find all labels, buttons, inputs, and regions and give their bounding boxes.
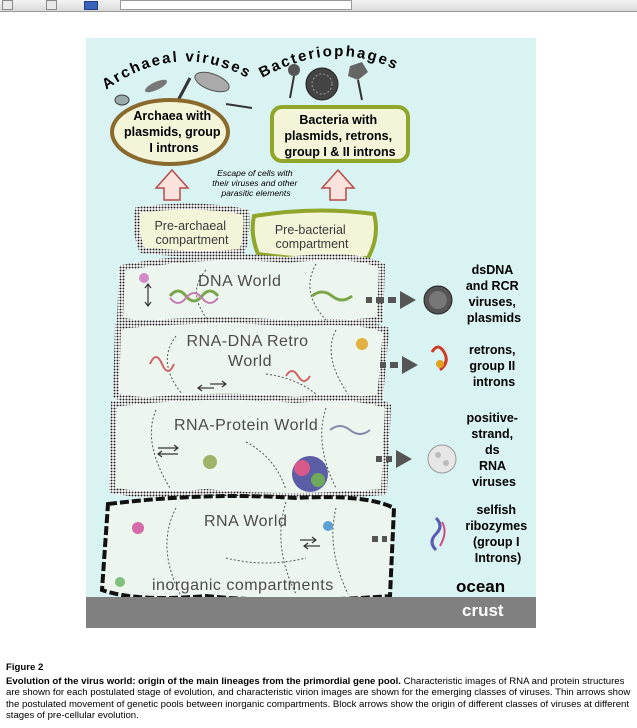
bacteria-box bbox=[270, 105, 410, 163]
molecule-images bbox=[115, 273, 371, 587]
dashed-block-arrows bbox=[366, 291, 418, 542]
rna-protein-world-layer bbox=[108, 393, 392, 499]
pre-archaeal-compartment bbox=[133, 203, 250, 257]
retrons-label: retrons, group II introns bbox=[469, 343, 519, 389]
positive-strand-viruses-label: positive- strand, ds RNA viruses bbox=[467, 411, 522, 489]
rna-world-label: RNA World bbox=[204, 513, 287, 530]
toolbar-button[interactable] bbox=[46, 0, 57, 10]
inorganic-compartments-label: inorganic compartments bbox=[152, 577, 334, 594]
toolbar-icon[interactable] bbox=[84, 1, 98, 10]
archaea-oval bbox=[110, 98, 230, 166]
ocean-label: ocean bbox=[456, 577, 505, 596]
caption-body: Characteristic images of RNA and protein… bbox=[6, 675, 631, 722]
dna-world-layer bbox=[116, 254, 386, 329]
pre-bacterial-label: Pre-bacterial compartment bbox=[275, 223, 349, 251]
crust-label: crust bbox=[462, 601, 504, 620]
bacteria-label: Bacteria with plasmids, retrons, group I… bbox=[284, 113, 395, 159]
dna-world-label: DNA World bbox=[198, 273, 281, 290]
pre-archaeal-label: Pre-archaeal compartment bbox=[154, 219, 229, 247]
rna-dna-retro-world-label: RNA-DNA Retro World bbox=[186, 333, 313, 370]
virion-images bbox=[114, 62, 368, 109]
toolbar-field[interactable] bbox=[120, 0, 352, 10]
dsdna-viruses-label: dsDNA and RCR viruses, plasmids bbox=[466, 263, 522, 325]
thin-arrows bbox=[144, 283, 320, 550]
rna-protein-world-label: RNA-Protein World bbox=[174, 417, 318, 434]
block-arrow-bacteria bbox=[320, 168, 356, 201]
viewer-toolbar bbox=[0, 0, 637, 12]
caption-title: Evolution of the virus world: origin of … bbox=[6, 675, 401, 687]
figure-diagram: Archaeal viruses Bacteriophages Archaea … bbox=[86, 43, 536, 628]
figure-caption: Figure 2 Evolution of the virus world: o… bbox=[6, 662, 634, 722]
compartment-partitions bbox=[150, 263, 349, 595]
figure-panel: Archaeal viruses Bacteriophages Archaea … bbox=[86, 38, 536, 628]
right-virion-images bbox=[423, 285, 457, 552]
crust-band bbox=[86, 597, 536, 628]
archaeal-viruses-label: Archaeal viruses bbox=[99, 48, 255, 93]
block-arrow-archaea bbox=[154, 168, 190, 201]
figure-number: Figure 2 bbox=[6, 662, 44, 673]
escape-note: Escape of cells with their viruses and o… bbox=[212, 168, 299, 198]
archaea-label: Archaea with plasmids, group I introns bbox=[124, 109, 224, 155]
selfish-ribozymes-label: selfish ribozymes (group I Introns) bbox=[465, 503, 530, 565]
toolbar-button[interactable] bbox=[2, 0, 13, 10]
